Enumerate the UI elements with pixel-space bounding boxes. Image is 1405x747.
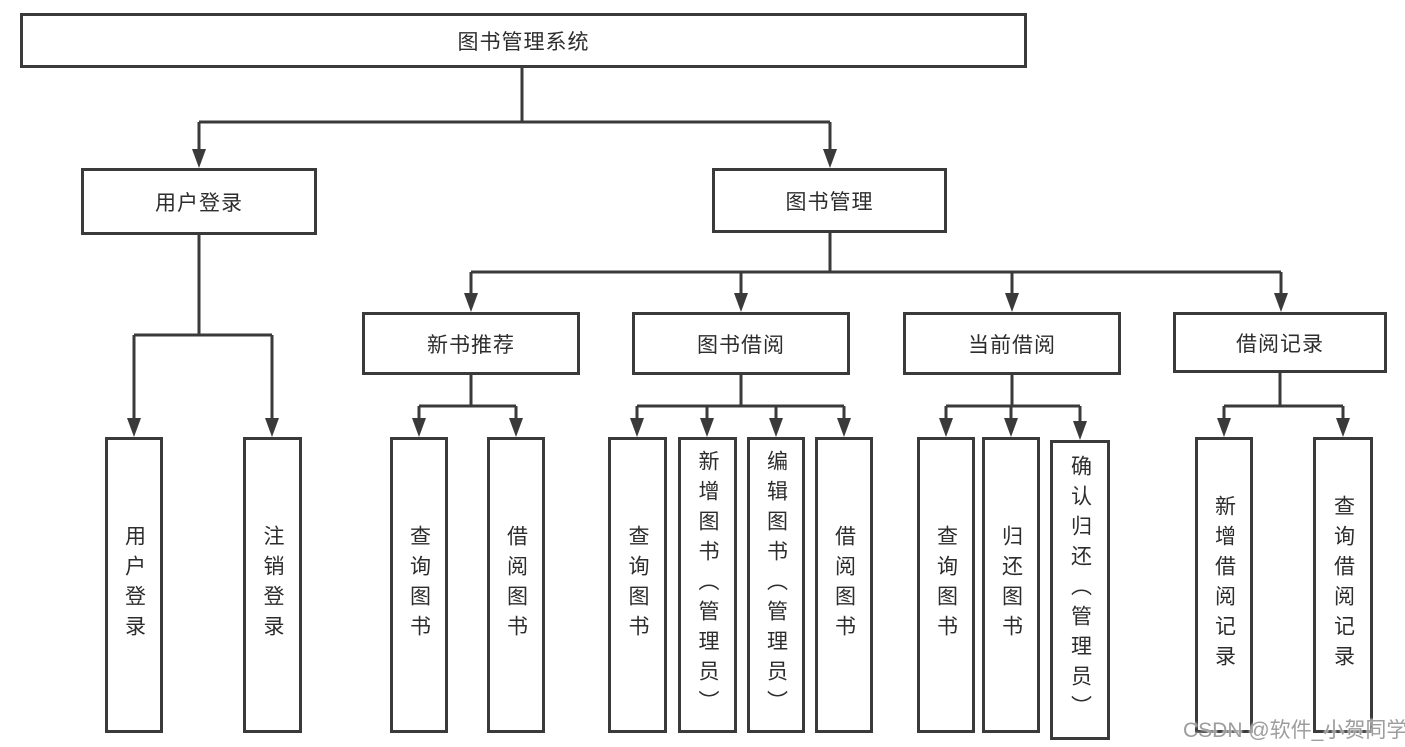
leaf-newbook-query-books: 查询图书: [390, 437, 448, 733]
leaf-borrow-add-books-admin: 新增图书（管理员）: [678, 437, 737, 733]
leaf-borrow-borrow-books-label: 借阅图书: [832, 525, 856, 645]
leaf-borrow-query-books-label: 查询图书: [626, 525, 650, 645]
node-borrow-record: 借阅记录: [1173, 312, 1387, 373]
leaf-user-login-label: 用户登录: [122, 525, 146, 645]
connector-root-to-level2: [197, 68, 832, 152]
leaf-borrow-edit-books-admin-label: 编辑图书（管理员）: [764, 450, 788, 720]
leaf-current-return-books: 归还图书: [982, 437, 1040, 733]
connector-userlogin-to-leaves: [132, 235, 274, 421]
connector-borrowrecord-to-leaves: [1222, 373, 1345, 421]
leaf-logout-label: 注销登录: [261, 525, 285, 645]
leaf-borrow-borrow-books: 借阅图书: [815, 437, 873, 733]
connector-newbook-to-leaves: [417, 375, 518, 421]
leaf-current-confirm-return-admin: 确认归还（管理员）: [1050, 440, 1110, 740]
arrowheads: [127, 149, 1350, 440]
leaf-borrow-edit-books-admin: 编辑图书（管理员）: [747, 437, 805, 733]
node-book-management: 图书管理: [712, 168, 947, 233]
csdn-watermark: CSDN @软件_小贺同学: [1183, 719, 1405, 742]
node-book-borrow: 图书借阅: [632, 312, 850, 375]
leaf-borrow-add-books-admin-label: 新增图书（管理员）: [696, 450, 720, 720]
connector-bookmgmt-to-level3: [469, 233, 1283, 296]
leaf-newbook-borrow-books-label: 借阅图书: [504, 525, 528, 645]
leaf-current-query-books: 查询图书: [917, 437, 975, 733]
node-current-borrow: 当前借阅: [903, 312, 1121, 375]
leaf-logout: 注销登录: [243, 437, 302, 733]
leaf-borrow-query-books: 查询图书: [608, 437, 667, 733]
leaf-record-query-borrow-record: 查询借阅记录: [1313, 437, 1373, 733]
leaf-user-login: 用户登录: [105, 437, 163, 733]
leaf-record-add-borrow-record: 新增借阅记录: [1195, 437, 1253, 733]
leaf-current-confirm-return-admin-label: 确认归还（管理员）: [1068, 455, 1092, 725]
node-user-login: 用户登录: [81, 168, 317, 235]
leaf-newbook-query-books-label: 查询图书: [407, 525, 431, 645]
connector-bookborrow-to-leaves: [635, 375, 846, 421]
leaf-current-return-books-label: 归还图书: [999, 525, 1023, 645]
leaf-record-add-borrow-record-label: 新增借阅记录: [1212, 495, 1236, 675]
node-root-system: 图书管理系统: [20, 13, 1027, 68]
connector-currentborrow-to-leaves: [944, 375, 1082, 424]
leaf-record-query-borrow-record-label: 查询借阅记录: [1331, 495, 1355, 675]
leaf-newbook-borrow-books: 借阅图书: [487, 437, 545, 733]
leaf-current-query-books-label: 查询图书: [934, 525, 958, 645]
node-new-book-recommend: 新书推荐: [362, 312, 580, 375]
